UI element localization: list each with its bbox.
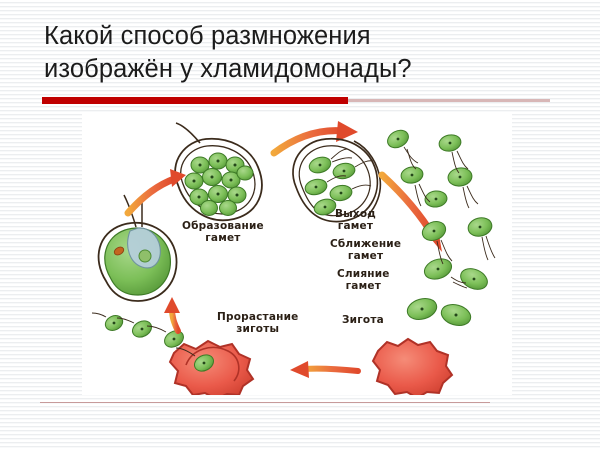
label-line-1: Прорастание xyxy=(217,311,299,323)
diagram-label-prorastanie-zigoty: Прорастание зиготы xyxy=(217,311,299,335)
diagram-label-vyhod-gamet: Выход гамет xyxy=(335,208,376,232)
label-line-1: Выход xyxy=(335,208,376,220)
zygote xyxy=(371,337,454,395)
arrow-germination-to-adult xyxy=(164,297,181,334)
gamete-sporangium xyxy=(174,122,263,222)
label-line-2: гамет xyxy=(205,231,241,244)
label-line-2: гамет xyxy=(347,249,384,262)
diagram-label-obrazovanie-gamet: Образование гамет xyxy=(182,220,264,244)
footer-divider xyxy=(40,402,490,403)
gamete-release xyxy=(292,137,382,223)
diagram-label-sblizhenie-gamet: Сближение гамет xyxy=(330,238,402,262)
arrow-to-gamete-formation xyxy=(124,169,186,217)
free-gametes-top xyxy=(387,129,479,209)
label-line-2: гамет xyxy=(337,219,374,232)
label-line-1: Образование xyxy=(182,220,264,232)
converging-gametes xyxy=(406,217,496,326)
label-line-2: гамет xyxy=(345,279,381,292)
label-line-1: Слияние xyxy=(337,268,390,280)
title-line-1: Какой способ размножения xyxy=(44,22,371,50)
title-underline-accent xyxy=(42,97,348,104)
diagram-label-sliyanie-gamet: Слияние гамет xyxy=(337,268,390,292)
label-line-2: зиготы xyxy=(236,322,280,335)
arrow-to-germination xyxy=(290,361,361,378)
germinating-zygote xyxy=(91,312,255,395)
adult-chlamydomonas-cell xyxy=(97,194,178,302)
diagram-label-zigota: Зигота xyxy=(342,314,384,327)
label-line-1: Зигота xyxy=(342,314,384,326)
page-title: Какой способ размножения изображён у хла… xyxy=(44,20,564,86)
title-underline-tail xyxy=(348,99,550,102)
chlamydomonas-life-cycle-diagram: Образование гамет Выход гамет Сближение … xyxy=(82,113,512,395)
title-line-2: изображён у хламидомонады? xyxy=(44,55,412,83)
arrow-to-release xyxy=(270,121,358,157)
label-line-1: Сближение xyxy=(330,238,402,250)
